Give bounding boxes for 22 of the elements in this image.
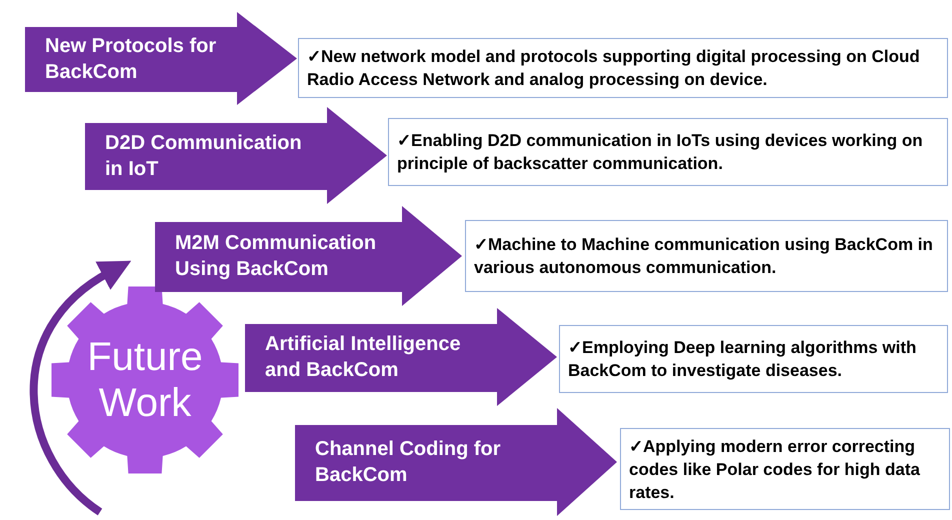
arrow-label: M2M Communication Using BackCom: [175, 231, 378, 282]
gear-label: Future Work: [86, 334, 204, 426]
description-box: [298, 38, 948, 98]
description-box: [620, 428, 950, 510]
description-text: ✓Machine to Machine communication using BackCom in various autonomous communication.: [474, 234, 934, 279]
arrow-shape: [155, 206, 462, 306]
arrow-shape: [245, 308, 557, 406]
arrow-label: New Protocols for BackCom: [45, 34, 217, 84]
description-box: [559, 325, 948, 393]
arrow-label: D2D Communication in IoT: [105, 130, 303, 182]
arrow-label: Artificial Intelligence and BackCom: [265, 332, 462, 383]
arrow-shape: [295, 408, 617, 516]
description-text: ✓Enabling D2D communication in IoTs using devices working on principle of backscatter communication.: [397, 130, 924, 175]
arrow-shape: [25, 12, 297, 105]
gear-shape: [50, 285, 240, 475]
description-text: ✓Applying modern error correcting codes like Polar codes for high data rates.: [629, 436, 921, 504]
description-text: ✓Employing Deep learning algorithms with BackCom to investigate diseases.: [568, 337, 918, 382]
arrow-label: Channel Coding for BackCom: [315, 437, 502, 488]
arrow-shape: [85, 107, 387, 204]
description-box: [465, 220, 948, 292]
description-box: [388, 118, 948, 186]
description-text: ✓New network model and protocols supporting digital processing on Cloud Radio Access Network and analog processing on device.: [307, 46, 921, 91]
